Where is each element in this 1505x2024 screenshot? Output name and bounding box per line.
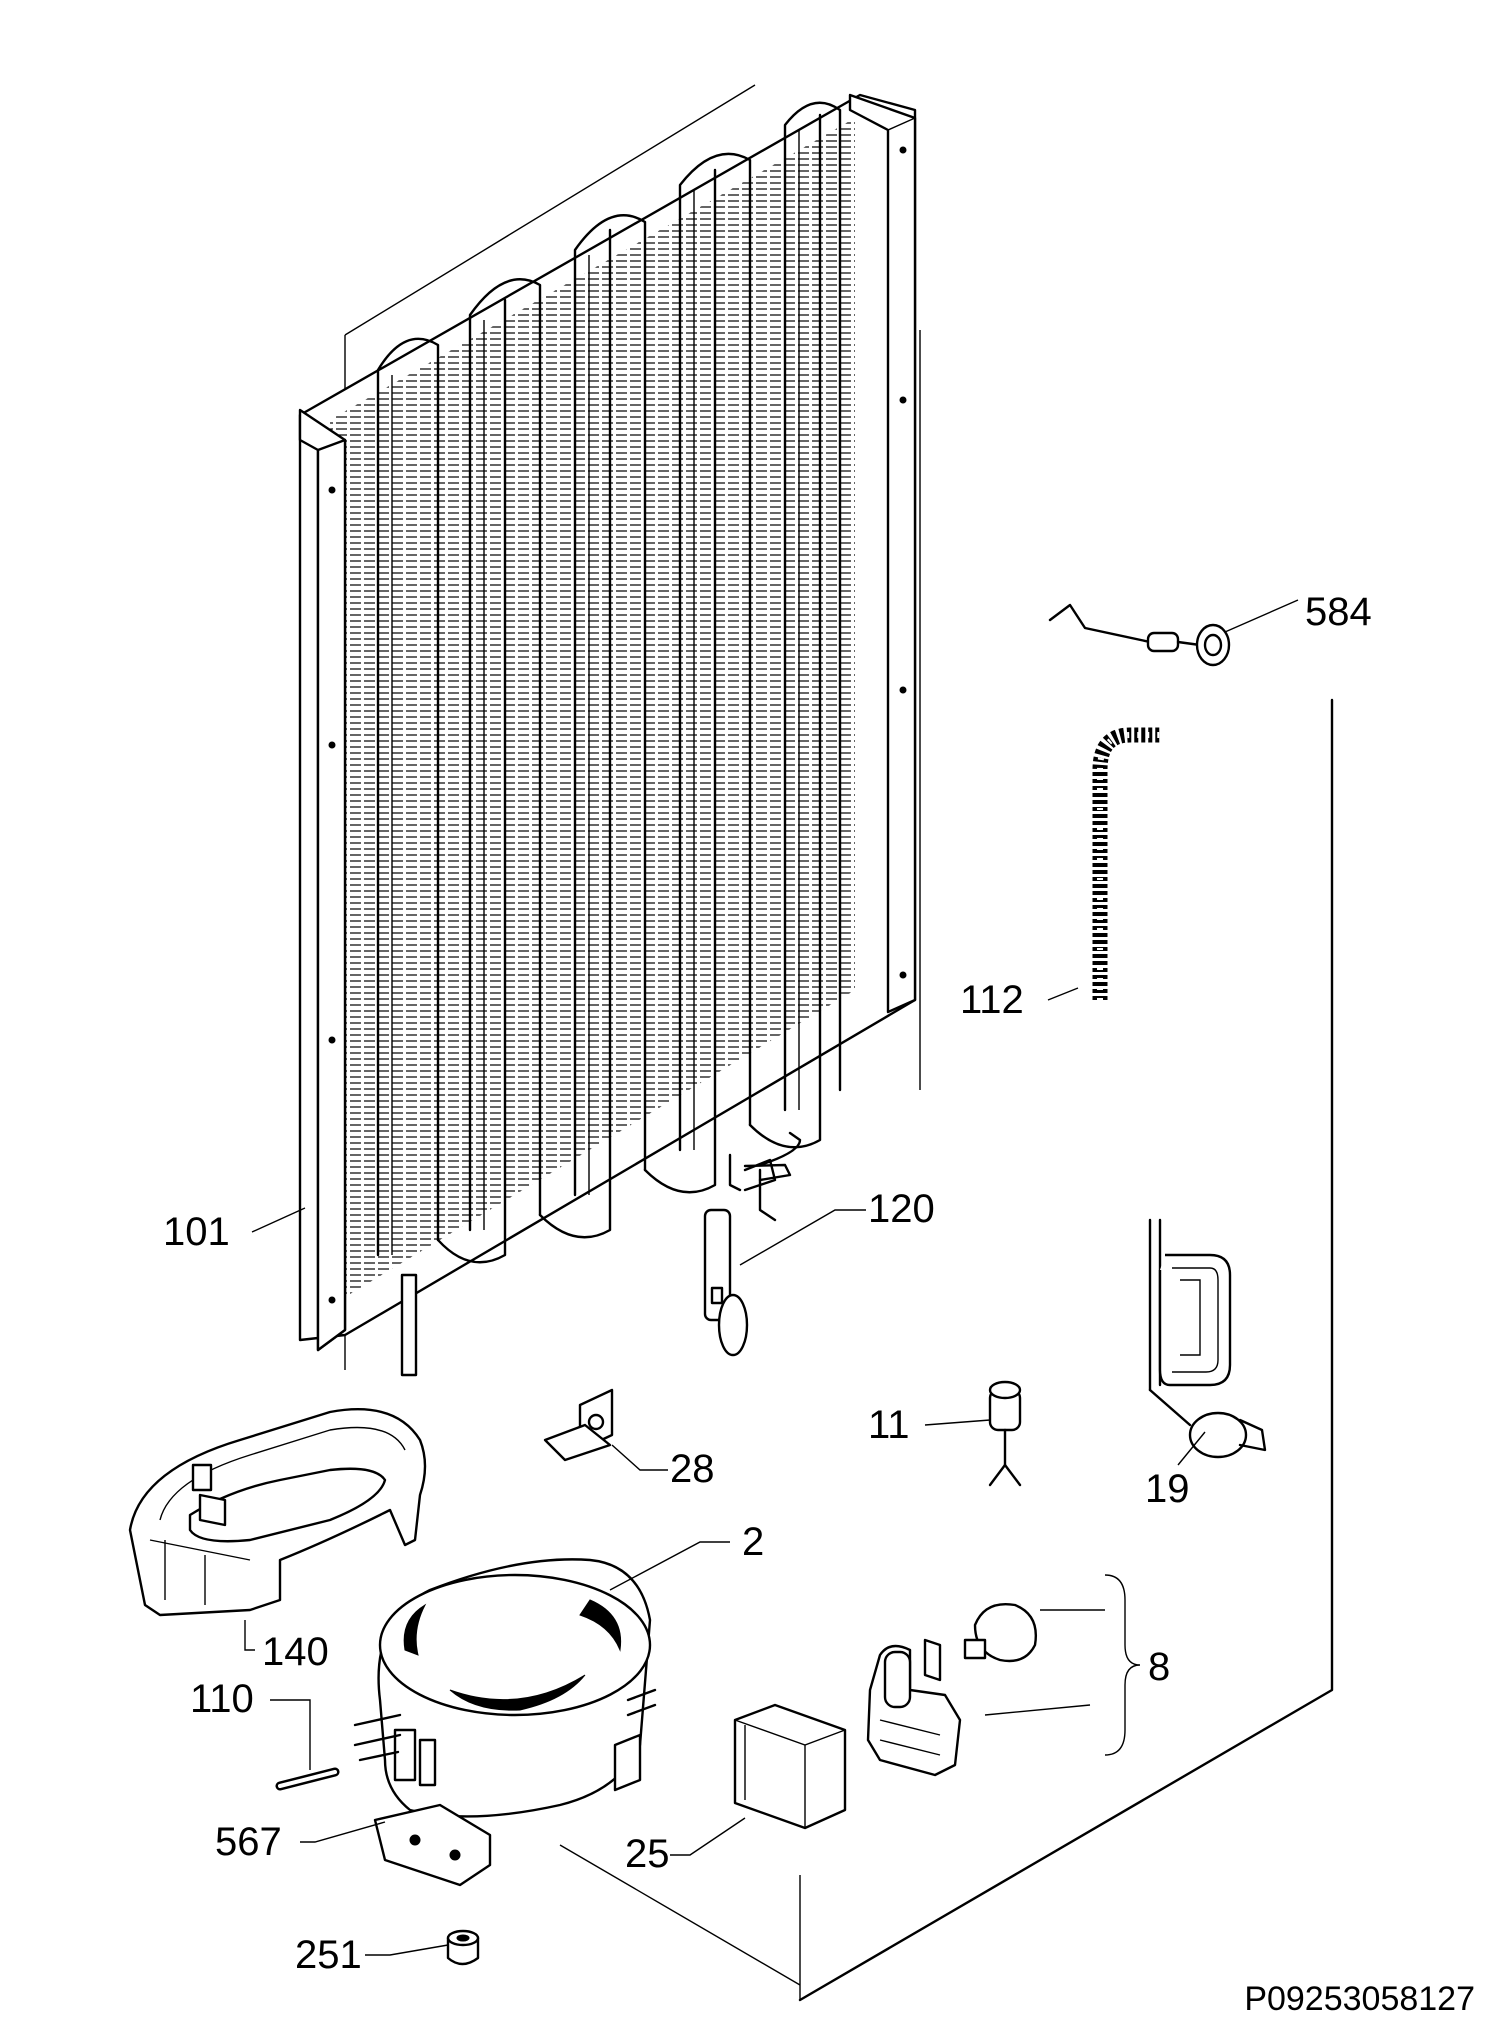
leader-lines xyxy=(244,599,1299,1956)
part-251 xyxy=(446,1929,480,1966)
part-112 xyxy=(1092,727,1160,1000)
drawing-code: P09253058127 xyxy=(1244,1980,1475,2018)
label-140: 140 xyxy=(262,1630,329,1674)
part-120 xyxy=(703,1131,802,1357)
label-120: 120 xyxy=(868,1187,935,1231)
label-101: 101 xyxy=(163,1210,230,1254)
label-110: 110 xyxy=(190,1677,254,1721)
label-11: 11 xyxy=(868,1403,910,1447)
part-19 xyxy=(1148,1218,1267,1459)
label-567: 567 xyxy=(215,1820,282,1864)
part-2 xyxy=(353,1558,657,1887)
part-140 xyxy=(128,1408,427,1617)
label-25: 25 xyxy=(625,1832,670,1876)
condenser-101 xyxy=(298,93,917,1377)
part-110 xyxy=(275,1767,340,1791)
label-584: 584 xyxy=(1305,590,1372,634)
part-28 xyxy=(543,1388,614,1462)
label-251: 251 xyxy=(295,1933,362,1977)
part-584 xyxy=(1048,603,1231,667)
label-112: 112 xyxy=(960,978,1024,1022)
part-11 xyxy=(988,1380,1022,1487)
label-2: 2 xyxy=(742,1520,764,1564)
label-19: 19 xyxy=(1145,1467,1190,1511)
part-8 xyxy=(866,1603,1037,1777)
label-8: 8 xyxy=(1148,1645,1170,1689)
part-25 xyxy=(733,1703,847,1830)
label-28: 28 xyxy=(670,1447,715,1491)
